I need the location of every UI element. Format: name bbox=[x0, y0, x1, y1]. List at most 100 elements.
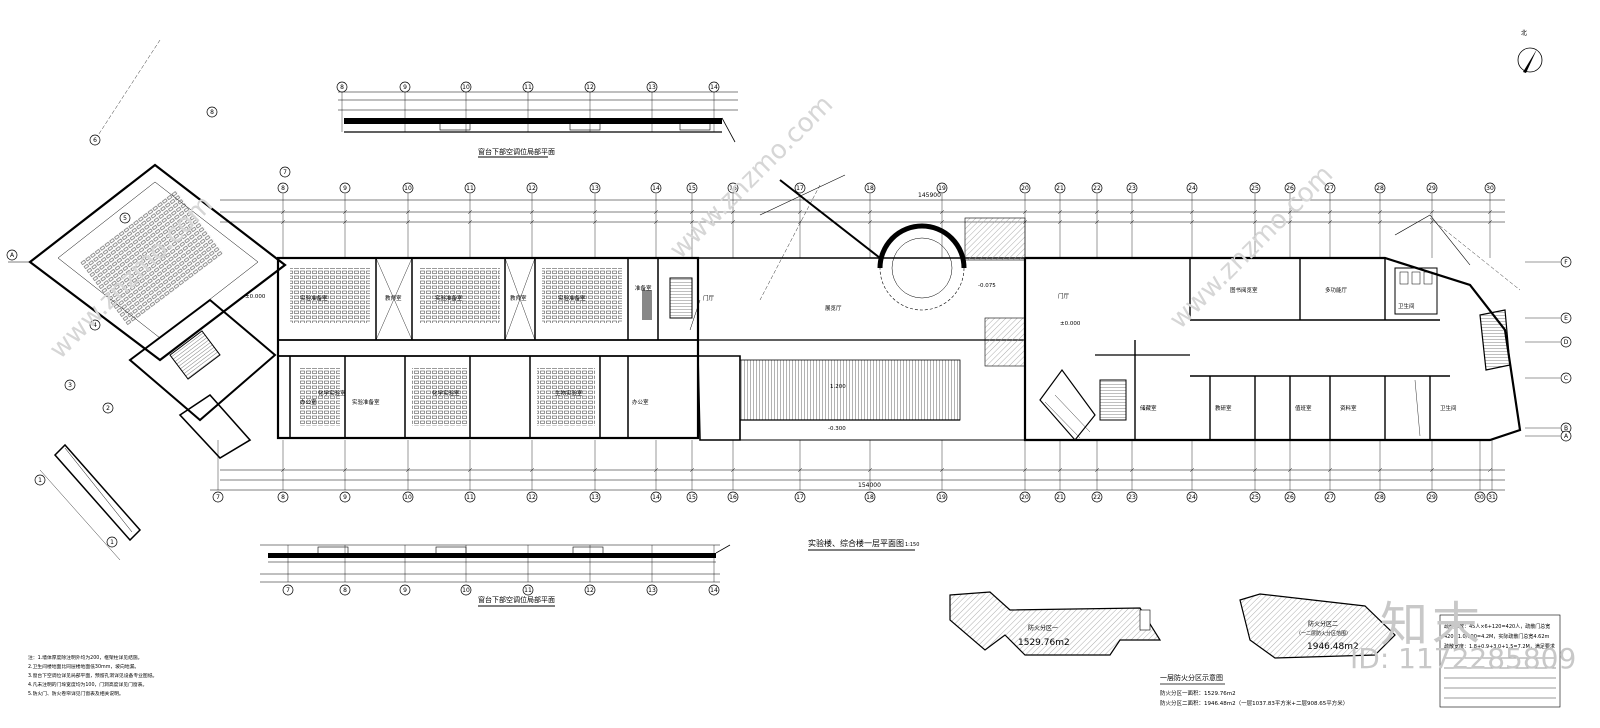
svg-text:10: 10 bbox=[404, 185, 412, 192]
total-dim-top: 145900 bbox=[918, 192, 941, 199]
svg-text:27: 27 bbox=[1326, 185, 1334, 192]
bottom-detail-axis-13: 13 bbox=[646, 584, 658, 596]
axis-top-27: 27 bbox=[1324, 182, 1336, 194]
axis-top-22: 22 bbox=[1091, 182, 1103, 194]
svg-text:22: 22 bbox=[1093, 494, 1101, 501]
axis-bottom-16: 16 bbox=[727, 491, 739, 503]
elevation-labels: ±0.000 -0.300 1.200 -0.075 ±0.000 bbox=[245, 283, 1081, 432]
svg-text:13: 13 bbox=[591, 494, 599, 501]
axis-top-16: 16 bbox=[727, 182, 739, 194]
svg-text:11: 11 bbox=[466, 494, 474, 501]
axis-bottom-9: 9 bbox=[339, 491, 351, 503]
axis-bottom-11: 11 bbox=[464, 491, 476, 503]
axis-bottom-31: 31 bbox=[1486, 491, 1498, 503]
left-axis-7: 1 bbox=[34, 474, 46, 486]
top-dimension-lines bbox=[210, 199, 1505, 491]
axis-bottom-21: 21 bbox=[1054, 491, 1066, 503]
axis-bottom-27: 27 bbox=[1324, 491, 1336, 503]
bottom-detail-axis-8: 8 bbox=[339, 584, 351, 596]
note-5: 5.防火门、防火卷帘详见门窗表及相关说明。 bbox=[28, 690, 124, 697]
axis-top-15: 15 bbox=[686, 182, 698, 194]
room-label-20: 教研室 bbox=[1215, 404, 1232, 412]
room-label-10: 图书阅览室 bbox=[1230, 286, 1258, 294]
fire-zone-two-diagram bbox=[1239, 593, 1396, 659]
room-label-7: 门厅 bbox=[703, 294, 715, 302]
svg-text:14: 14 bbox=[710, 587, 718, 594]
svg-text:12: 12 bbox=[528, 494, 536, 501]
main-block-west bbox=[276, 256, 700, 440]
left-axis-0: 8 bbox=[206, 106, 218, 118]
svg-text:19: 19 bbox=[938, 185, 946, 192]
left-axis-2: 6 bbox=[89, 134, 101, 146]
svg-text:7: 7 bbox=[283, 169, 287, 176]
axis-right-A: A bbox=[1560, 430, 1572, 442]
room-label-21: 值班室 bbox=[1295, 404, 1312, 412]
top-detail-axis-11: 11 bbox=[522, 81, 534, 93]
axis-top-25: 25 bbox=[1249, 182, 1261, 194]
svg-text:19: 19 bbox=[938, 494, 946, 501]
left-axis-1: 7 bbox=[279, 166, 291, 178]
room-label-19: 储藏室 bbox=[1140, 404, 1157, 412]
elev-4: ±0.000 bbox=[1060, 321, 1081, 327]
axis-top-17: 17 bbox=[794, 182, 806, 194]
svg-text:31: 31 bbox=[1488, 494, 1496, 501]
elev-1: -0.300 bbox=[828, 426, 846, 432]
note-3: 3.窗台下空调位详见局部平面，预留孔洞详见设备专业图纸。 bbox=[28, 672, 157, 679]
watermark-logo: 知末 bbox=[1380, 597, 1485, 653]
axis-top-19: 19 bbox=[936, 182, 948, 194]
svg-text:10: 10 bbox=[404, 494, 412, 501]
svg-text:28: 28 bbox=[1376, 185, 1384, 192]
axis-bottom-28: 28 bbox=[1374, 491, 1386, 503]
note-1: 注：1.墙体厚度除注明外均为200，框架柱详见结施。 bbox=[28, 654, 142, 661]
axis-bottom-23: 23 bbox=[1126, 491, 1138, 503]
central-hall bbox=[689, 174, 1026, 441]
svg-text:18: 18 bbox=[866, 494, 874, 501]
fire-zone2-note: （一二层防火分区范围） bbox=[1296, 630, 1351, 637]
svg-text:14: 14 bbox=[710, 84, 718, 91]
room-label-3: 实验准备室 bbox=[435, 294, 463, 302]
axis-top-28: 28 bbox=[1374, 182, 1386, 194]
svg-text:E: E bbox=[1564, 315, 1568, 322]
room-label-12: 卫生间 bbox=[1398, 302, 1415, 310]
axis-top-30: 30 bbox=[1484, 182, 1496, 194]
bottom-detail-axis-7: 7 bbox=[282, 584, 294, 596]
svg-text:11: 11 bbox=[466, 185, 474, 192]
svg-text:4: 4 bbox=[93, 322, 97, 329]
north-label: 北 bbox=[1521, 29, 1527, 37]
left-axis-4: 4 bbox=[89, 319, 101, 331]
bottom-detail-axis-9: 9 bbox=[399, 584, 411, 596]
axis-right-E: E bbox=[1560, 312, 1572, 324]
axis-right-C: C bbox=[1560, 372, 1572, 384]
svg-text:18: 18 bbox=[866, 185, 874, 192]
svg-text:6: 6 bbox=[93, 137, 97, 144]
svg-text:12: 12 bbox=[528, 185, 536, 192]
note-2: 2.卫生间楼地面比同层楼地面低30mm，坡向地漏。 bbox=[28, 663, 139, 670]
svg-text:9: 9 bbox=[403, 84, 407, 91]
svg-text:29: 29 bbox=[1428, 185, 1436, 192]
elev-2: 1.200 bbox=[830, 384, 846, 390]
svg-text:14: 14 bbox=[652, 185, 660, 192]
svg-text:26: 26 bbox=[1286, 185, 1294, 192]
fire-note-2: 防火分区二面积：1946.48m2（一层1037.83平方米+二层908.65平… bbox=[1160, 699, 1348, 707]
axis-bottom-22: 22 bbox=[1091, 491, 1103, 503]
svg-text:23: 23 bbox=[1128, 494, 1136, 501]
svg-text:24: 24 bbox=[1188, 185, 1196, 192]
note-4: 4.凡未注明的门垛宽度均为100，门洞高度详见门窗表。 bbox=[28, 681, 147, 688]
svg-text:30: 30 bbox=[1486, 185, 1494, 192]
axis-bottom-13: 13 bbox=[589, 491, 601, 503]
svg-text:8: 8 bbox=[340, 84, 344, 91]
axis-top-12: 12 bbox=[526, 182, 538, 194]
svg-text:8: 8 bbox=[281, 494, 285, 501]
room-label-14: 化学实验室 bbox=[318, 389, 346, 397]
svg-text:13: 13 bbox=[648, 84, 656, 91]
svg-text:20: 20 bbox=[1021, 494, 1029, 501]
left-axis-3: 5 bbox=[119, 212, 131, 224]
fire-title: 一层防火分区示意图 bbox=[1160, 673, 1223, 682]
axis-bottom-20: 20 bbox=[1019, 491, 1031, 503]
svg-text:2: 2 bbox=[106, 405, 110, 412]
room-label-1: 实验准备室 bbox=[300, 294, 328, 302]
axis-bottom-15: 15 bbox=[686, 491, 698, 503]
svg-text:15: 15 bbox=[688, 494, 696, 501]
